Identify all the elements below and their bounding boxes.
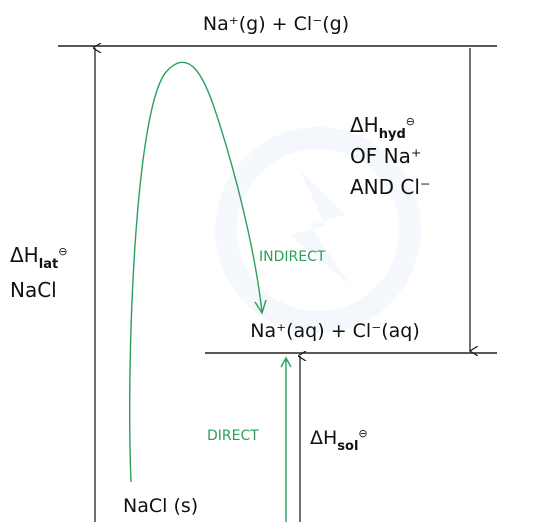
- hydration-line1: OF Na⁺: [350, 144, 421, 168]
- direct-route-label: DIRECT: [207, 428, 259, 444]
- direct-route-arrowhead: [280, 356, 292, 368]
- hydration-superscript: ⊖: [406, 115, 415, 128]
- indirect-route-label: INDIRECT: [259, 249, 326, 265]
- svg-text:ΔHlat⊖: ΔHlat⊖: [10, 243, 67, 272]
- lattice-line1: NaCl: [10, 278, 57, 302]
- svg-text:ΔHhyd⊖: ΔHhyd⊖: [350, 113, 415, 142]
- indirect-route-arrowhead: [254, 299, 267, 315]
- svg-text:ΔHsol⊖: ΔHsol⊖: [310, 427, 368, 454]
- lattice-enthalpy-label: ΔHlat⊖ NaCl: [10, 243, 67, 302]
- hydration-subscript: hyd: [379, 127, 406, 142]
- watermark-logo: [215, 127, 421, 333]
- hydration-enthalpy-label: ΔHhyd⊖ OF Na⁺ AND Cl⁻: [350, 113, 430, 199]
- lattice-symbol: ΔH: [10, 243, 39, 267]
- bottom-level-label: NaCl (s): [123, 495, 198, 517]
- top-level-label: Na⁺(g) + Cl⁻(g): [203, 13, 349, 35]
- middle-level-label: Na⁺(aq) + Cl⁻(aq): [250, 320, 420, 342]
- solution-subscript: sol: [337, 439, 358, 454]
- hydration-symbol: ΔH: [350, 113, 379, 137]
- solution-enthalpy-label: ΔHsol⊖: [310, 427, 368, 454]
- lattice-subscript: lat: [39, 257, 58, 272]
- hydration-line2: AND Cl⁻: [350, 175, 430, 199]
- solution-symbol: ΔH: [310, 427, 337, 449]
- lattice-superscript: ⊖: [58, 245, 67, 258]
- solution-superscript: ⊖: [358, 427, 367, 440]
- indirect-route-arrow: [129, 61, 263, 483]
